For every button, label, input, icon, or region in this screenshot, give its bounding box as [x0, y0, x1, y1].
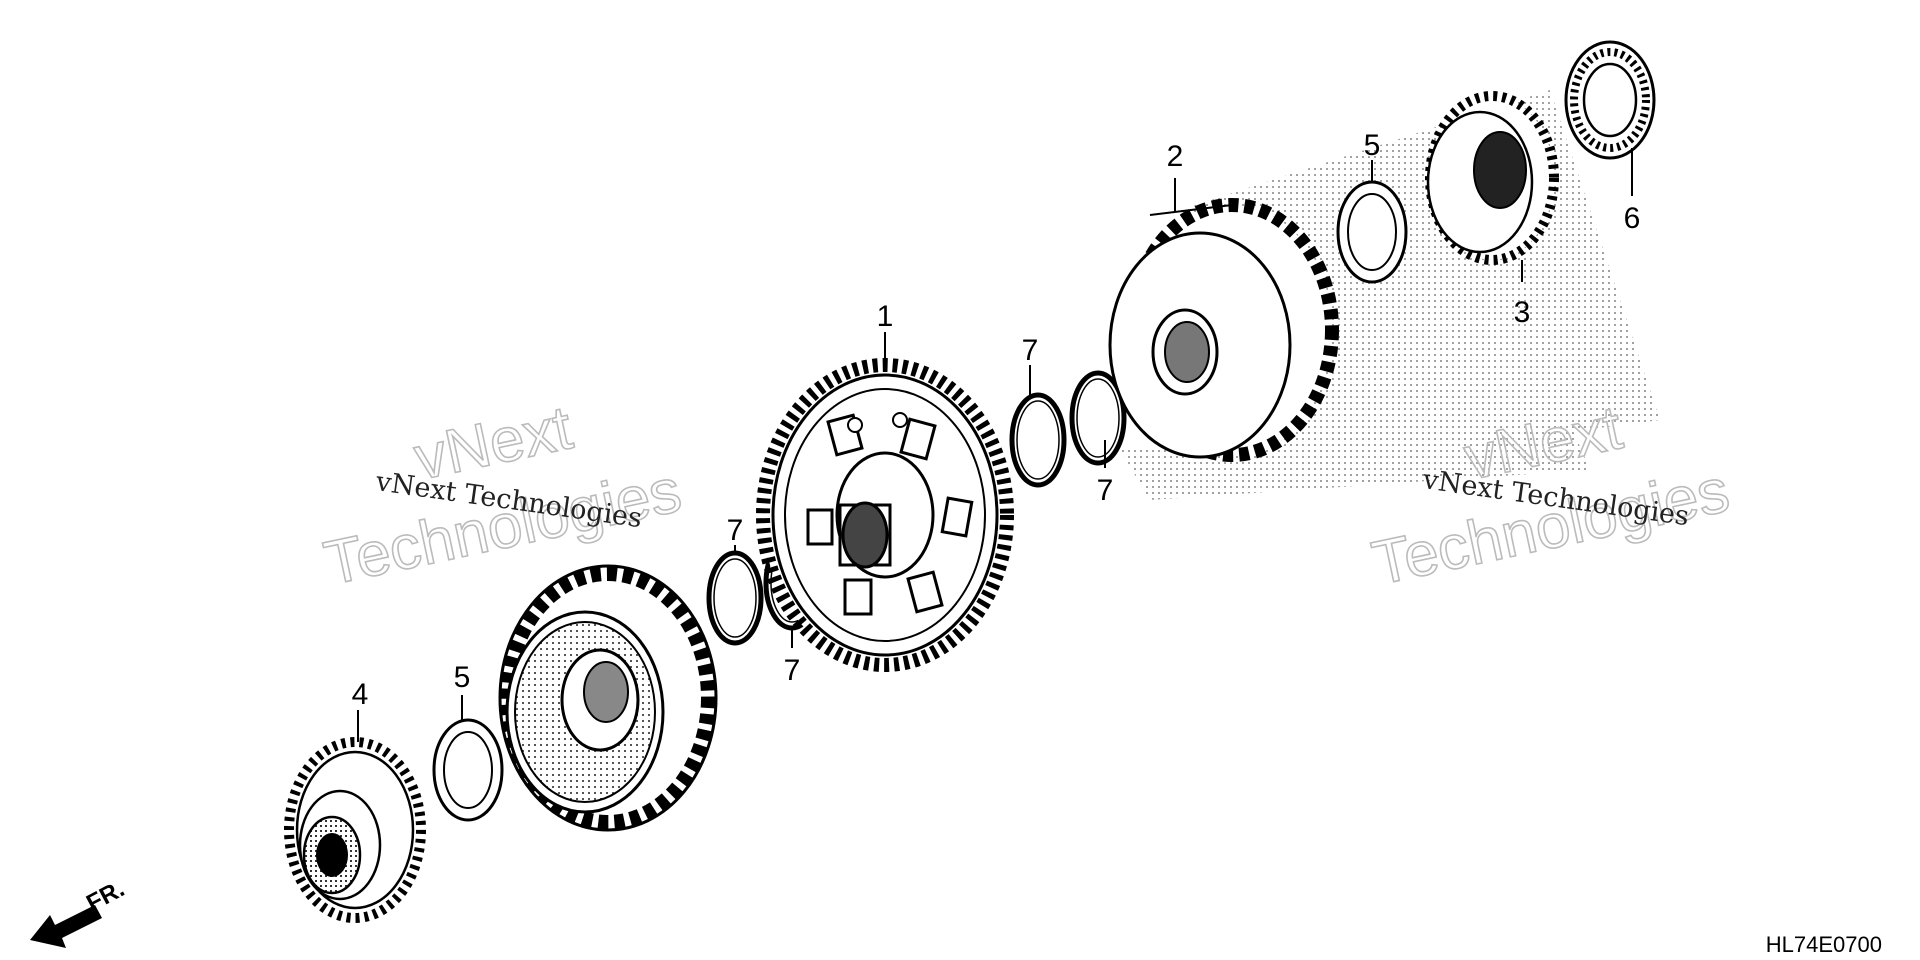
part-7-ring-c [1009, 392, 1067, 488]
callout-3: 3 [1514, 296, 1531, 329]
front-direction-indicator: FR. [30, 875, 129, 948]
part-3-gear [1425, 91, 1559, 265]
callout-5-rear: 5 [1364, 129, 1381, 162]
callout-7-d: 7 [1097, 474, 1114, 507]
callout-5-front: 5 [454, 661, 471, 694]
callout-7-b: 7 [784, 654, 801, 687]
callout-4: 4 [352, 678, 369, 711]
part-2-clutch-drum [1108, 198, 1339, 462]
callout-7-a: 7 [727, 514, 744, 547]
callout-2: 2 [1167, 140, 1184, 173]
diagram-code: HL74E0700 [1766, 932, 1882, 957]
part-5-washer-front [432, 718, 504, 822]
part-7-ring-d [1069, 370, 1127, 466]
part-4-gear [284, 737, 426, 923]
callout-1: 1 [877, 300, 894, 333]
leader-lines [357, 148, 1633, 742]
part-6-bearing [1564, 40, 1656, 160]
clutch-drum-front [498, 564, 718, 832]
part-1-large-gear [756, 358, 1014, 672]
callout-6: 6 [1624, 202, 1641, 235]
part-7-ring-a [706, 550, 764, 646]
part-5-washer-rear [1336, 180, 1408, 284]
callout-7-c: 7 [1022, 334, 1039, 367]
front-arrow-icon [30, 905, 102, 948]
